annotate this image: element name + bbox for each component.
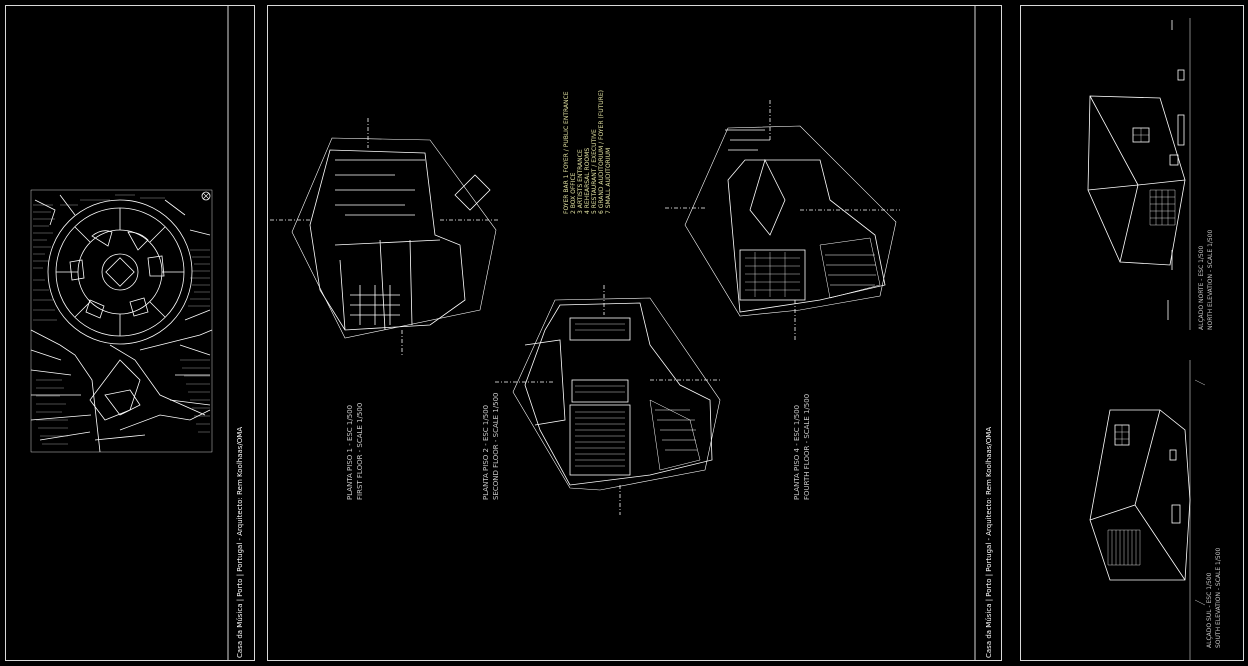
plan-c-drawing	[665, 100, 900, 340]
north-elevation-subtitle: NORTH ELEVATION - SCALE 1/500	[1207, 229, 1214, 330]
sheet-middle	[267, 5, 1002, 661]
north-elevation-drawing	[1087, 18, 1191, 330]
plan-b-drawing	[495, 285, 721, 515]
south-elevation-subtitle: SOUTH ELEVATION - SCALE 1/500	[1215, 547, 1222, 648]
plan-a-drawing	[270, 118, 500, 355]
south-elevation-title: ALÇADO SUL - ESC 1/500	[1206, 572, 1213, 648]
sheet-right	[1020, 5, 1244, 661]
south-elevation-drawing	[1089, 360, 1206, 660]
sheet-left	[5, 5, 255, 661]
north-elevation-title: ALÇADO NORTE - ESC 1/500	[1198, 245, 1205, 330]
